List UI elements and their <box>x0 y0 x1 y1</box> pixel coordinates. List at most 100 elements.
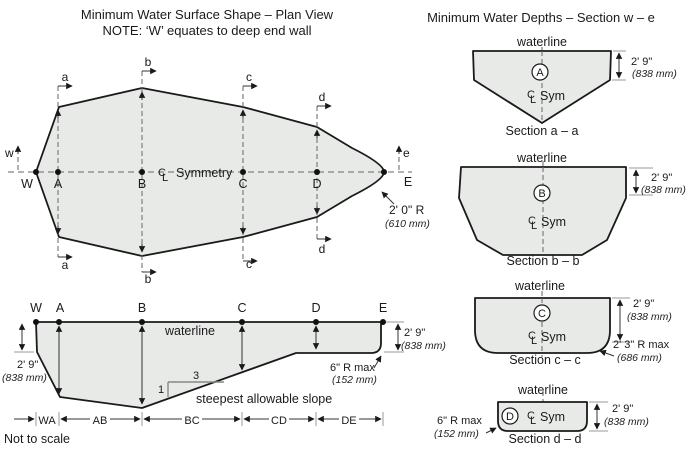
profile-left-depth: 2' 9" <box>17 359 38 371</box>
section-a-depth-metric: (838 mm) <box>632 68 677 80</box>
slope-run-label: 3 <box>193 370 199 382</box>
section-d-radius-leader <box>485 427 497 434</box>
section-b-caption: Section b – b <box>507 254 580 268</box>
plan-station-w: W <box>21 177 33 191</box>
cut-label-b-bottom: b <box>145 272 152 286</box>
profile-depth-arrows <box>55 325 320 405</box>
section-d-dimension <box>589 401 608 432</box>
plan-cut-direction-arrows <box>58 67 332 276</box>
segment-label-ab: AB <box>93 415 108 427</box>
section-d-depth: 2' 9" <box>612 403 633 415</box>
section-c-c: waterline C C L Sym 2' 9" (838 mm) 2' 3"… <box>474 279 672 367</box>
plan-view-note: NOTE: ‘W’ equates to deep end wall <box>102 23 311 38</box>
plan-station-b: B <box>138 177 146 191</box>
plan-station-c: C <box>238 177 247 191</box>
cut-label-b-top: b <box>145 55 152 69</box>
plan-station-e: E <box>404 175 412 189</box>
section-c-letter: C <box>538 308 546 320</box>
profile-corner-radius-metric: (152 mm) <box>332 374 377 386</box>
profile-waterline-label: waterline <box>164 324 215 338</box>
section-a-caption: Section a – a <box>506 124 579 138</box>
cut-label-c-bottom: c <box>246 257 252 271</box>
plan-width-arrowheads <box>54 91 321 253</box>
section-a-a: waterline A C L Sym 2' 9" (838 mm) Secti… <box>472 35 677 138</box>
profile-radius-leader <box>373 355 382 369</box>
section-d-letter: D <box>506 411 514 423</box>
section-a-letter: A <box>536 67 544 79</box>
profile-length-dimensions <box>14 412 384 426</box>
cut-label-d-top: d <box>319 90 326 104</box>
section-b-waterline: waterline <box>516 151 567 165</box>
profile-left-dimension <box>14 323 34 353</box>
plan-view-title: Minimum Water Surface Shape – Plan View <box>81 7 334 22</box>
section-b-cl-c: C <box>528 215 536 227</box>
plan-view: W A B C D E a a b b c c d d w e C L Symm… <box>4 55 430 286</box>
section-b-dimension <box>629 167 653 196</box>
profile-right-dimension <box>384 321 404 353</box>
plan-symmetry-label: Symmetry <box>176 166 233 180</box>
profile-station-dots <box>33 319 386 325</box>
plan-centerline-symbol-c: C <box>158 167 166 179</box>
section-b-depth: 2' 9" <box>651 172 672 184</box>
section-c-waterline: waterline <box>514 279 565 293</box>
plan-centerline-symbol-l: L <box>162 172 168 184</box>
cut-label-a-top: a <box>62 70 69 84</box>
section-a-bubble <box>531 63 549 81</box>
section-d-cl-l: L <box>530 415 536 427</box>
slope-rise-label: 1 <box>158 384 164 396</box>
section-c-cl-l: L <box>531 335 537 347</box>
section-d-depth-metric: (838 mm) <box>604 416 649 428</box>
section-d-shape <box>497 401 588 432</box>
axis-label-w: w <box>4 146 14 160</box>
profile-right-depth-metric: (838 mm) <box>401 340 446 352</box>
section-b-b: waterline B C L Sym 2' 9" (838 mm) Secti… <box>458 151 686 268</box>
section-d-d: waterline D C L Sym 2' 9" (838 mm) 6" R … <box>434 383 649 446</box>
section-c-radius-leader <box>599 349 615 357</box>
profile-view: W A B C D E waterline 2' 9" (838 mm) 2' … <box>2 301 446 446</box>
section-c-depth-metric: (838 mm) <box>627 311 672 323</box>
plan-station-a: A <box>54 177 63 191</box>
cut-label-a-bottom: a <box>62 258 69 272</box>
slope-label: steepest allowable slope <box>196 392 332 406</box>
section-d-radius-metric: (152 mm) <box>434 428 479 440</box>
section-d-cl-c: C <box>527 410 535 422</box>
profile-station-d: D <box>311 301 320 315</box>
segment-label-bc: BC <box>184 415 199 427</box>
plan-station-dots <box>33 169 387 175</box>
section-b-depth-metric: (838 mm) <box>641 184 686 196</box>
section-c-radius-metric: (686 mm) <box>617 352 662 364</box>
section-d-radius: 6" R max <box>437 415 482 427</box>
section-a-depth: 2' 9" <box>631 56 652 68</box>
plan-radius-leader <box>381 191 395 205</box>
sections-title: Minimum Water Depths – Section w – e <box>427 10 655 25</box>
section-a-waterline: waterline <box>516 35 567 49</box>
section-d-bubble <box>501 407 519 425</box>
plan-station-d: D <box>312 177 321 191</box>
section-c-radius: 2' 3" R max <box>613 339 670 351</box>
profile-station-w: W <box>30 301 42 315</box>
section-b-letter: B <box>538 188 545 200</box>
scale-note: Not to scale <box>4 432 70 446</box>
section-d-waterline: waterline <box>517 383 568 397</box>
slope-symbol <box>167 381 224 397</box>
segment-label-wa: WA <box>38 415 56 427</box>
section-c-depth: 2' 9" <box>633 298 654 310</box>
section-c-cl-c: C <box>528 330 536 342</box>
plan-end-radius: 2' 0" R <box>389 203 425 217</box>
section-a-cl-c: C <box>527 89 535 101</box>
profile-station-e: E <box>379 301 387 315</box>
profile-station-c: C <box>237 301 246 315</box>
axis-label-e: e <box>403 146 410 160</box>
cut-label-d-bottom: d <box>319 242 326 256</box>
section-c-caption: Section c – c <box>509 353 581 367</box>
section-a-cl-l: L <box>530 94 536 106</box>
section-c-sym: Sym <box>541 330 566 344</box>
section-c-bubble <box>533 304 551 322</box>
section-d-caption: Section d – d <box>509 432 582 446</box>
pool-profile-outline <box>35 321 382 409</box>
cut-label-c-top: c <box>246 70 252 84</box>
section-d-sym: Sym <box>540 410 565 424</box>
segment-label-cd: CD <box>271 415 287 427</box>
